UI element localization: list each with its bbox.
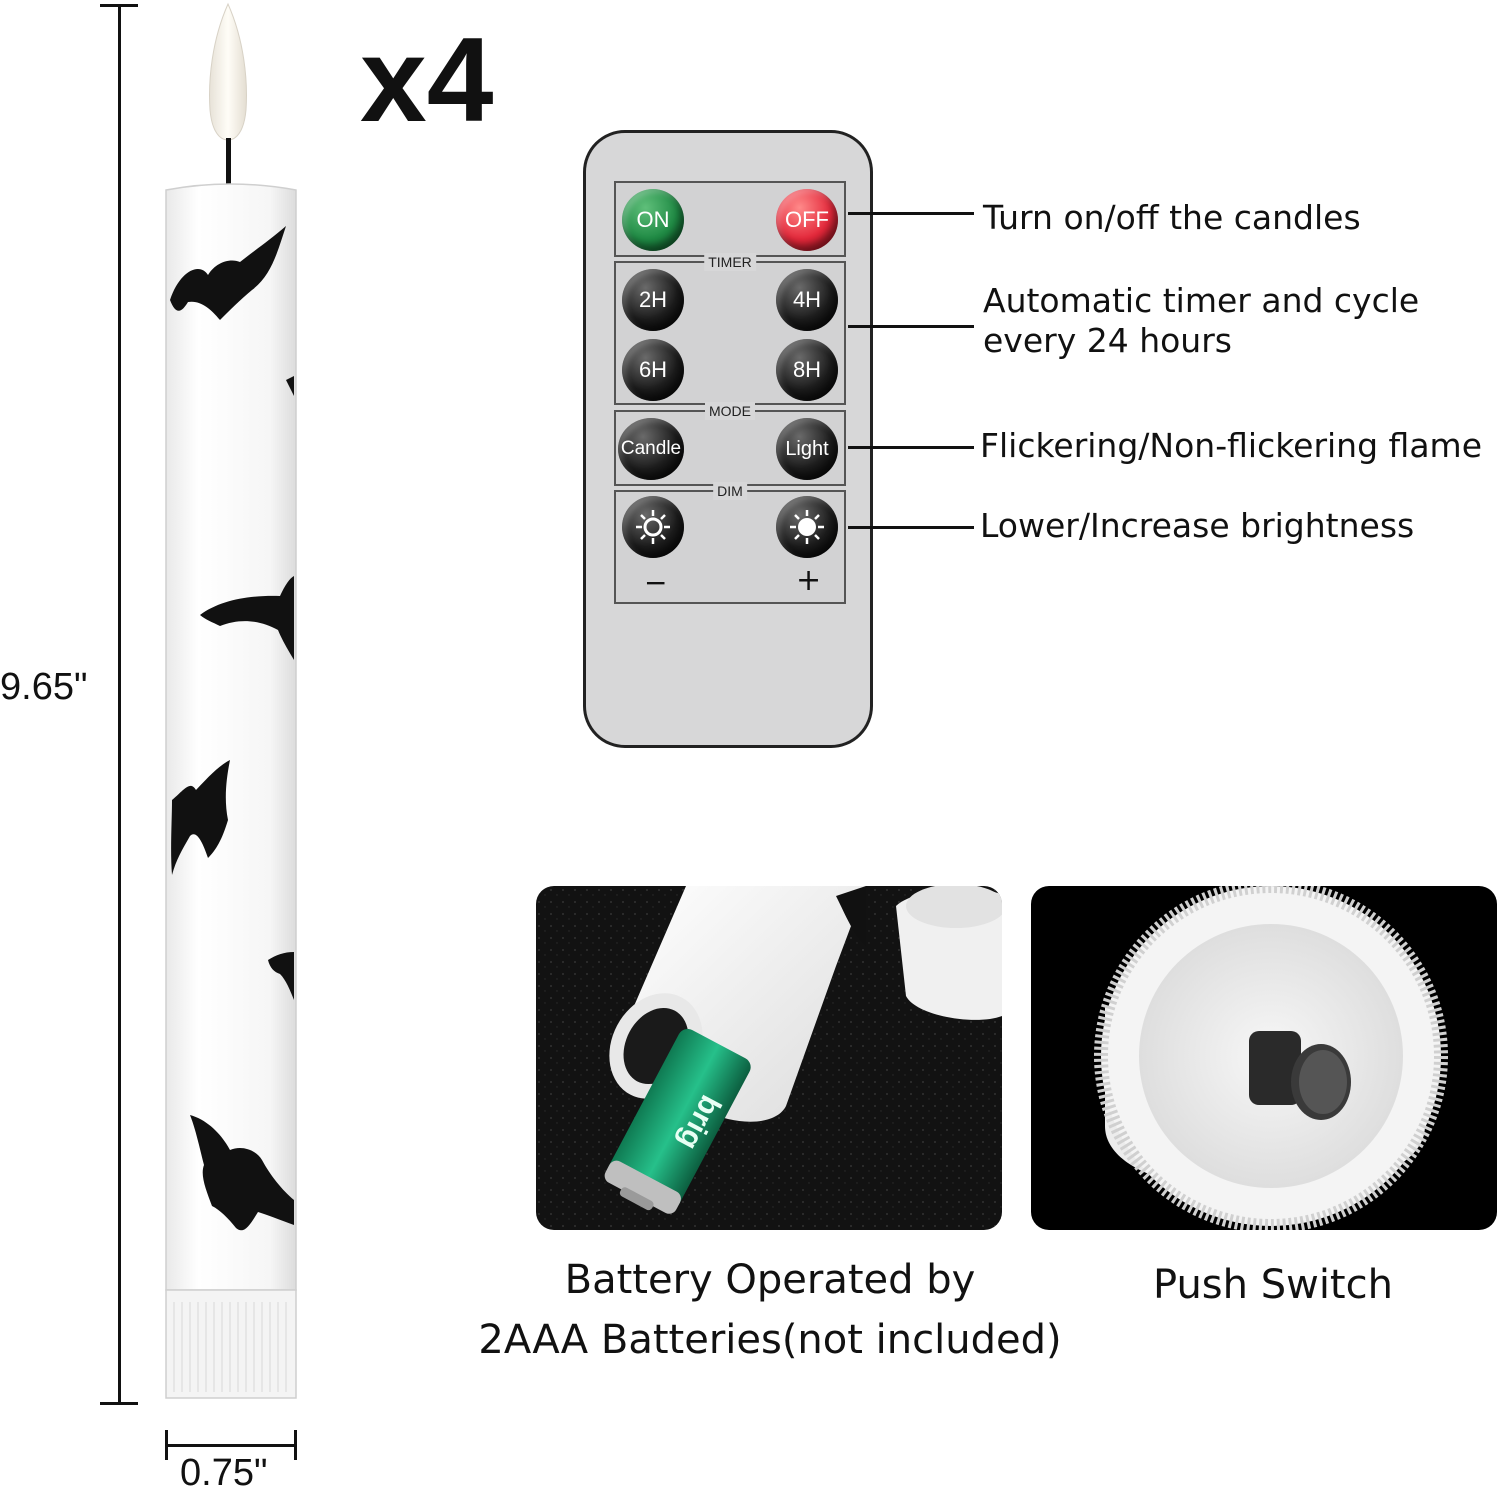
mode-panel-label: MODE	[705, 402, 755, 420]
push-switch-caption: Push Switch	[1153, 1262, 1393, 1308]
taper-candle-image	[165, 2, 297, 1399]
off-button-label: OFF	[785, 207, 829, 232]
timer-2h-label: 2H	[638, 287, 668, 312]
candle-mode-label: Candle	[620, 438, 682, 459]
timer-8h-button[interactable]: 8H	[776, 339, 838, 401]
dim-down-button[interactable]	[622, 496, 684, 558]
timer-2h-button[interactable]: 2H	[622, 269, 684, 331]
quantity-label: x4	[360, 13, 494, 147]
dim-plus-label: +	[796, 563, 822, 598]
dim-panel-label: DIM	[713, 482, 747, 500]
light-mode-button[interactable]: Light	[776, 418, 838, 480]
bat-decorations	[170, 226, 294, 1231]
timer-8h-label: 8H	[792, 357, 822, 382]
dim-up-button[interactable]	[776, 496, 838, 558]
timer-6h-button[interactable]: 6H	[622, 339, 684, 401]
timer-4h-button[interactable]: 4H	[776, 269, 838, 331]
height-dimension-label: 9.65"	[0, 664, 88, 711]
width-dimension-cap-left	[165, 1430, 168, 1460]
timer-4h-label: 4H	[792, 287, 822, 312]
dim-callout-text: Lower/Increase brightness	[980, 506, 1415, 545]
dim-callout-line	[848, 526, 974, 529]
wick	[226, 138, 231, 188]
height-dimension-cap-top	[100, 4, 138, 7]
timer-callout-text-line1: Automatic timer and cycle	[983, 281, 1420, 320]
remote-control: ON OFF TIMER 2H 4H 6H 8H MODE Candle Lig…	[583, 130, 873, 748]
mode-callout-text: Flickering/Non-flickering flame	[980, 426, 1482, 465]
timer-callout-text-line2: every 24 hours	[983, 321, 1232, 360]
battery-compartment-image: brig	[536, 886, 1002, 1230]
width-dimension-line	[165, 1444, 297, 1447]
dim-panel: DIM −	[614, 482, 846, 604]
mode-panel: MODE Candle Light	[614, 402, 846, 486]
battery-caption-line2: 2AAA Batteries(not included)	[478, 1317, 1062, 1363]
push-switch-photo	[1031, 886, 1497, 1230]
flame-shape	[209, 2, 247, 141]
power-callout-line	[848, 212, 974, 215]
light-mode-label: Light	[785, 437, 829, 460]
off-button[interactable]: OFF	[776, 189, 838, 251]
mode-callout-line	[848, 446, 974, 449]
timer-6h-label: 6H	[638, 357, 668, 382]
height-dimension-line	[118, 4, 121, 1404]
timer-panel-label: TIMER	[704, 253, 756, 271]
push-switch-image	[1094, 886, 1448, 1230]
height-dimension-cap-bottom	[100, 1402, 138, 1405]
on-button[interactable]: ON	[622, 189, 684, 251]
brightness-low-icon	[636, 510, 670, 544]
battery-photo: brig	[536, 886, 1002, 1230]
brightness-high-icon	[790, 510, 824, 544]
dim-minus-label: −	[644, 566, 668, 599]
width-dimension-cap-right	[294, 1430, 297, 1460]
power-callout-text: Turn on/off the candles	[983, 198, 1361, 237]
width-dimension-label: 0.75"	[180, 1452, 268, 1494]
timer-panel: TIMER 2H 4H 6H 8H	[614, 253, 846, 405]
battery-caption-line1: Battery Operated by	[564, 1257, 976, 1303]
timer-callout-line	[848, 325, 974, 328]
power-panel: ON OFF	[614, 181, 846, 257]
candle-mode-button[interactable]: Candle	[618, 418, 684, 480]
on-button-label: ON	[636, 207, 670, 232]
